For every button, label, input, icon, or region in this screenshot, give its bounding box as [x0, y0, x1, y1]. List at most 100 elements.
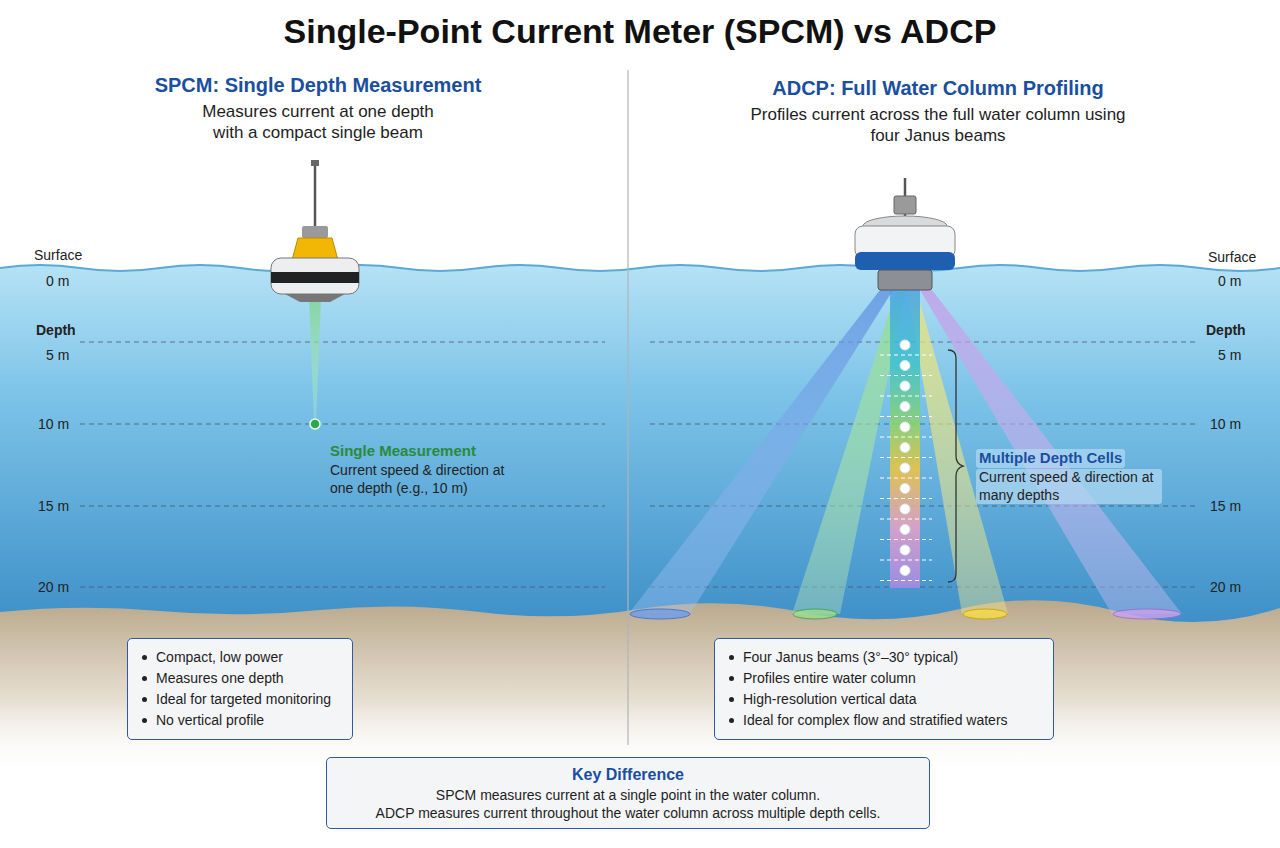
bullet-dot: [142, 655, 147, 660]
depth-bracket: [948, 350, 963, 582]
cells-note: Current speed & direction at many depths: [976, 469, 1162, 504]
depth-label: 0 m: [46, 273, 69, 291]
cell-divider: [880, 396, 932, 397]
cell-divider: [880, 498, 932, 499]
cell-divider: [880, 375, 932, 376]
depth-label: Surface: [1208, 249, 1256, 267]
spcm-mast: [314, 162, 317, 230]
measurement-heading: Single Measurement: [330, 442, 476, 461]
cell-dot: [900, 545, 910, 555]
bullet-text: Ideal for targeted monitoring: [156, 689, 331, 710]
bullet-dot: [729, 697, 734, 702]
cell-dot: [900, 340, 910, 350]
adcp-beam-green: [792, 292, 905, 614]
key-row: Key Difference: [343, 764, 913, 786]
cell-dot: [900, 361, 910, 371]
footprint-purple: [1113, 609, 1181, 619]
key-text: SPCM measures current at a single point …: [436, 786, 820, 804]
adcp-transducer: [878, 270, 932, 290]
panel-heading: SPCM: Single Depth Measurement: [155, 73, 482, 98]
adcp-beam-purple: [920, 290, 1182, 614]
bullet-row: No vertical profile: [142, 710, 338, 731]
cell-dot: [900, 443, 910, 453]
depth-label: 5 m: [46, 347, 69, 365]
panel-subtitle: Profiles current across the full water c…: [746, 104, 1130, 147]
footprint-green: [793, 609, 837, 619]
bullet-text: No vertical profile: [156, 710, 264, 731]
bullet-text: Four Janus beams (3°–30° typical): [743, 647, 958, 668]
bullet-dot: [142, 676, 147, 681]
cell-divider: [880, 539, 932, 540]
spcm-band: [271, 272, 359, 283]
key-heading: Key Difference: [572, 764, 684, 786]
key-row: ADCP measures current throughout the wat…: [343, 804, 913, 822]
water: [0, 265, 1280, 640]
depth-label: 0 m: [1218, 273, 1241, 291]
cell-divider: [880, 355, 932, 356]
cell-dot: [900, 463, 910, 473]
bullet-row: Measures one depth: [142, 668, 338, 689]
depth-label: 15 m: [38, 498, 69, 516]
bullet-row: Ideal for complex flow and stratified wa…: [729, 710, 1039, 731]
depth-label: 20 m: [38, 579, 69, 597]
panel-divider: [627, 70, 628, 745]
cell-divider: [880, 437, 932, 438]
bullet-text: High-resolution vertical data: [743, 689, 917, 710]
cell-divider: [880, 519, 932, 520]
bullet-text: Measures one depth: [156, 668, 284, 689]
cell-divider: [880, 416, 932, 417]
cell-dot: [900, 484, 910, 494]
spcm-mast-top: [311, 160, 319, 166]
cell-divider: [880, 560, 932, 561]
bullet-text: Profiles entire water column: [743, 668, 916, 689]
depth-label: 5 m: [1218, 347, 1241, 365]
footprint-blue: [630, 609, 690, 619]
depth-label: Depth: [36, 322, 76, 340]
bullet-dot: [729, 718, 734, 723]
depth-label: Depth: [1206, 322, 1246, 340]
spcm-beam: [309, 296, 321, 424]
key-text: ADCP measures current throughout the wat…: [376, 804, 881, 822]
panel-heading: ADCP: Full Water Column Profiling: [772, 76, 1103, 101]
depth-lines: [80, 342, 1195, 587]
adcp-band: [855, 252, 955, 270]
bullet-row: Ideal for targeted monitoring: [142, 689, 338, 710]
cell-dot: [900, 504, 910, 514]
bullet-dot: [142, 718, 147, 723]
measurement-note: Current speed & direction at one depth (…: [330, 462, 508, 497]
spcm-cap: [302, 226, 328, 238]
cell-dot: [900, 381, 910, 391]
bullet-row: High-resolution vertical data: [729, 689, 1039, 710]
adcp-center-column: [890, 290, 920, 588]
measurement-point: [310, 419, 320, 429]
bullet-row: Profiles entire water column: [729, 668, 1039, 689]
bullet-row: Four Janus beams (3°–30° typical): [729, 647, 1039, 668]
depth-label: 20 m: [1210, 579, 1241, 597]
spcm-base: [285, 294, 345, 302]
cells-heading: Multiple Depth Cells: [976, 449, 1125, 468]
depth-label: 10 m: [1210, 416, 1241, 434]
bullet-row: Compact, low power: [142, 647, 338, 668]
title: Single-Point Current Meter (SPCM) vs ADC…: [284, 10, 997, 53]
bullet-dot: [729, 655, 734, 660]
feature-box: Compact, low powerMeasures one depthIdea…: [127, 638, 353, 740]
depth-label: 10 m: [38, 416, 69, 434]
footprint-yellow: [963, 609, 1007, 619]
cell-divider: [880, 478, 932, 479]
depth-cells: [880, 340, 932, 581]
cell-divider: [880, 457, 932, 458]
cell-dot: [900, 422, 910, 432]
cell-dot: [900, 566, 910, 576]
bullet-dot: [729, 676, 734, 681]
bullet-text: Ideal for complex flow and stratified wa…: [743, 710, 1008, 731]
key-difference-box: Key DifferenceSPCM measures current at a…: [326, 757, 930, 829]
cell-divider: [880, 580, 932, 581]
depth-label: 15 m: [1210, 498, 1241, 516]
depth-label: Surface: [34, 247, 82, 265]
cell-dot: [900, 525, 910, 535]
surface-wave: [0, 265, 1280, 271]
adcp-instrument: [894, 196, 916, 214]
panel-subtitle: Measures current at one depth with a com…: [187, 101, 449, 144]
bullet-dot: [142, 697, 147, 702]
